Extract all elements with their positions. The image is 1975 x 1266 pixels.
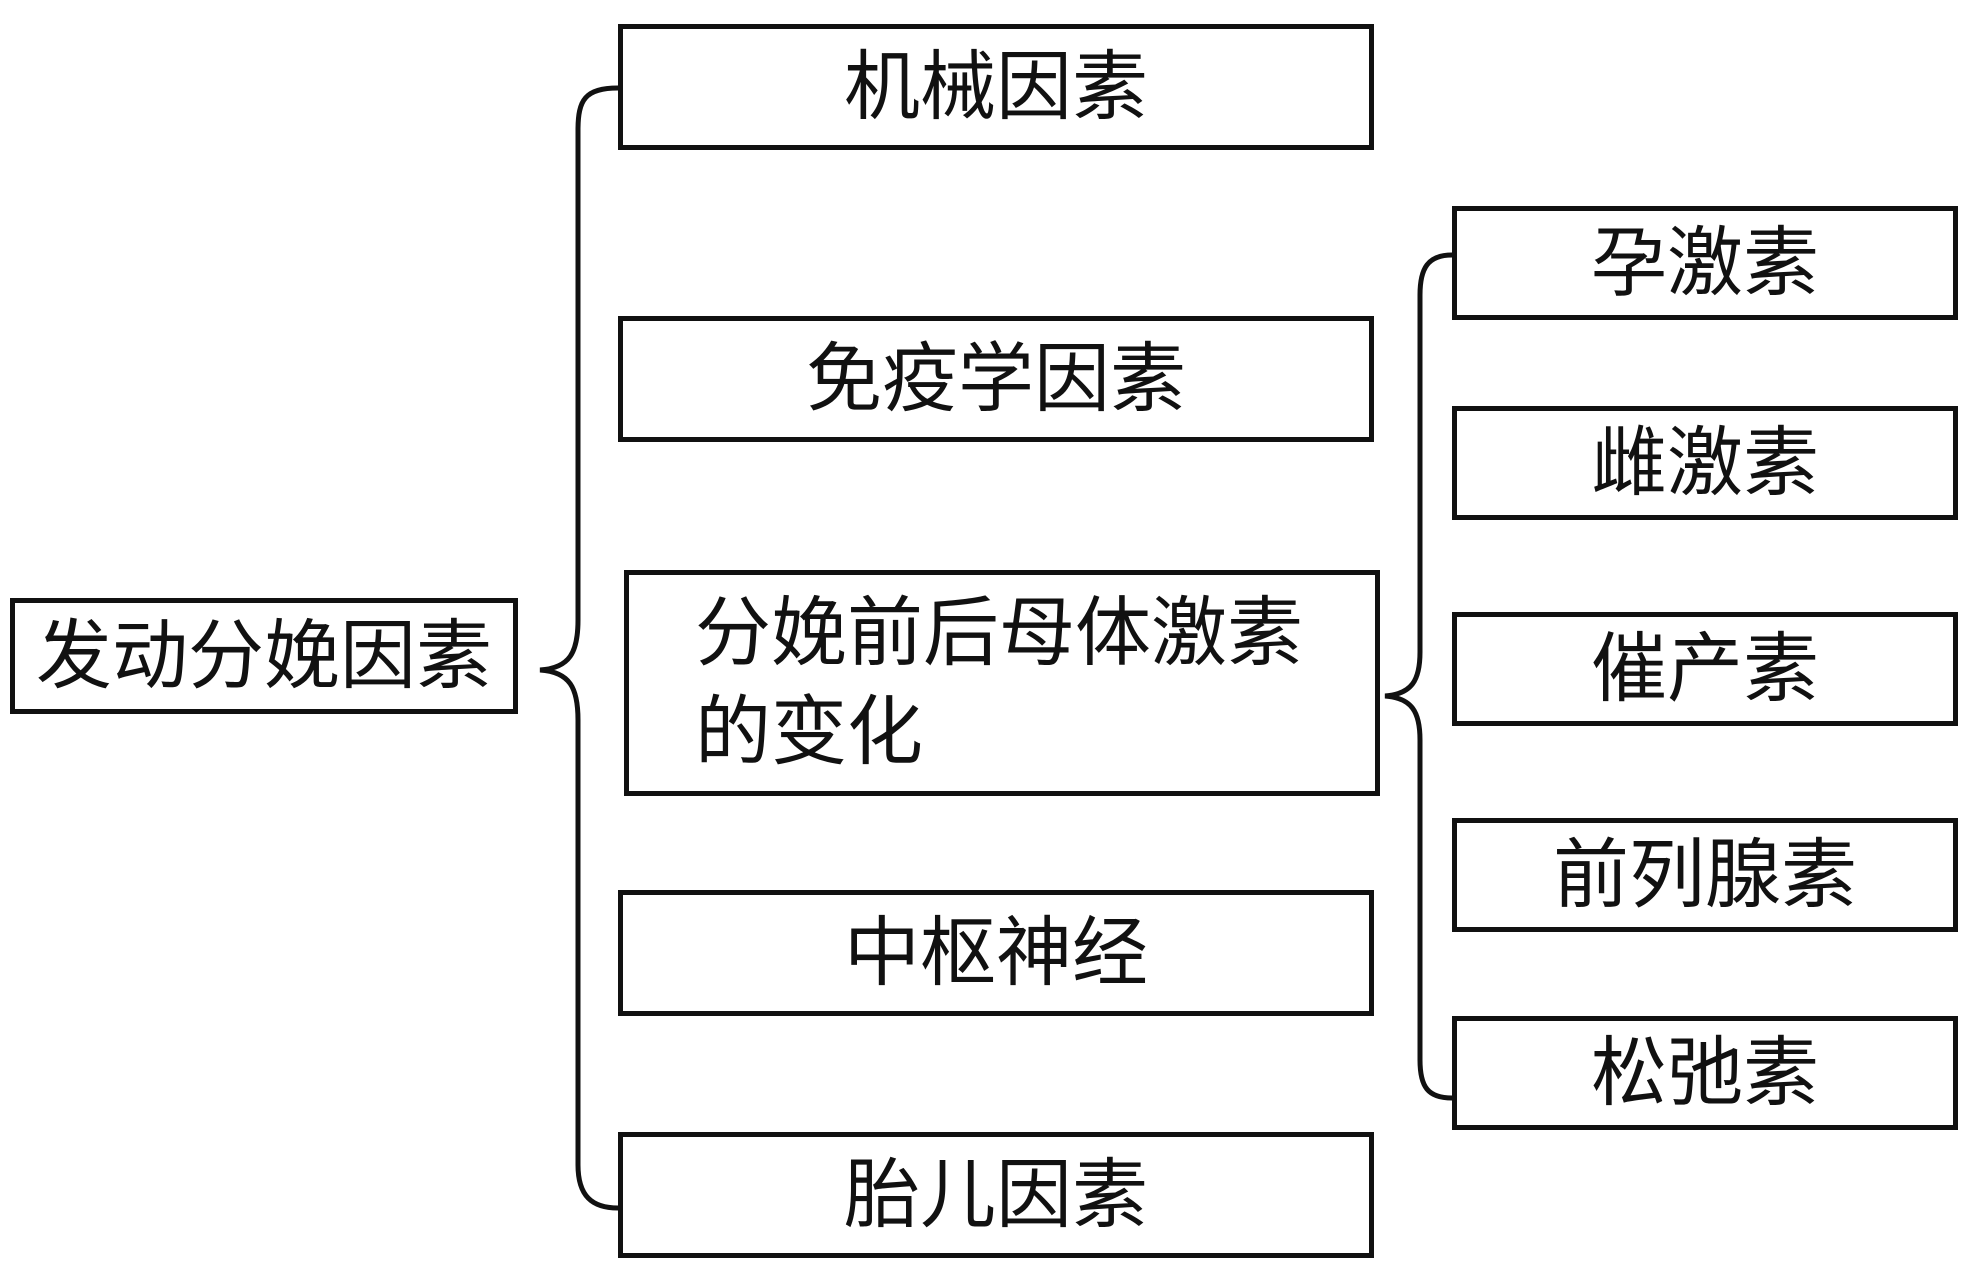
factor-label: 中枢神经: [844, 908, 1148, 998]
hormone-label: 前列腺素: [1553, 830, 1857, 920]
factor-label: 免疫学因素: [806, 334, 1186, 424]
hormone-relaxin: 松弛素: [1452, 1016, 1958, 1130]
root-label: 发动分娩因素: [36, 611, 492, 701]
factor-mechanical: 机械因素: [618, 24, 1374, 150]
hormone-label: 松弛素: [1591, 1028, 1819, 1118]
root-node: 发动分娩因素: [10, 598, 518, 714]
hormone-estrogen: 雌激素: [1452, 406, 1958, 520]
factor-label: 机械因素: [844, 42, 1148, 132]
hormone-label: 催产素: [1591, 624, 1819, 714]
factor-hormone-changes: 分娩前后母体激素的变化: [624, 570, 1380, 796]
root-brace: [539, 85, 619, 1211]
factor-label: 胎儿因素: [844, 1150, 1148, 1240]
hormone-brace: [1384, 252, 1453, 1101]
hormone-prostaglandin: 前列腺素: [1452, 818, 1958, 932]
hormone-label: 孕激素: [1591, 218, 1819, 308]
factor-central-nervous: 中枢神经: [618, 890, 1374, 1016]
factor-fetal: 胎儿因素: [618, 1132, 1374, 1258]
hormone-oxytocin: 催产素: [1452, 612, 1958, 726]
hormone-label: 雌激素: [1591, 418, 1819, 508]
factor-immunological: 免疫学因素: [618, 316, 1374, 442]
hormone-progesterone: 孕激素: [1452, 206, 1958, 320]
factor-label: 分娩前后母体激素的变化: [695, 588, 1303, 776]
